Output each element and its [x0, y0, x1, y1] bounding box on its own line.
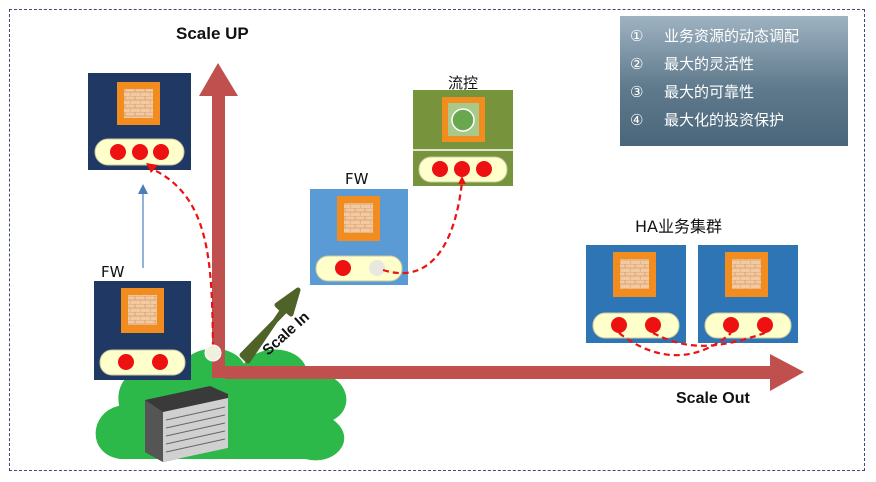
- resource-dot: [645, 317, 661, 333]
- resource-dot: [454, 161, 470, 177]
- scale-up-label: Scale UP: [176, 24, 249, 43]
- resource-dot: [118, 354, 134, 370]
- middle-fw-box: [310, 189, 408, 285]
- resource-dot: [132, 144, 148, 160]
- resource-dot: [476, 161, 492, 177]
- resource-dot: [335, 260, 351, 276]
- dashed-links: [149, 166, 766, 357]
- ha-box-1: [586, 245, 686, 343]
- idle-dot: [369, 260, 385, 276]
- top-left-fw-box: [88, 73, 191, 170]
- resource-dot: [153, 144, 169, 160]
- fw-left-label: FW: [101, 263, 125, 281]
- flow-control-box: [413, 90, 513, 186]
- scale-up-arrow: [199, 63, 238, 378]
- origin-dot: [204, 344, 222, 362]
- scale-out-arrow: [225, 354, 804, 391]
- resource-dot: [757, 317, 773, 333]
- resource-dot: [110, 144, 126, 160]
- fw-middle-label: FW: [345, 170, 369, 188]
- resource-dot: [723, 317, 739, 333]
- chassis-server-icon: [145, 386, 228, 462]
- scale-out-label: Scale Out: [676, 390, 750, 407]
- flow-control-label: 流控: [448, 74, 479, 92]
- ha-cluster-label: HA业务集群: [635, 217, 722, 236]
- resource-dot: [432, 161, 448, 177]
- ha-box-2: [698, 245, 798, 343]
- scale-in-arrow: [239, 287, 301, 364]
- resource-dot: [611, 317, 627, 333]
- upgrade-arrow: [138, 184, 148, 268]
- bottom-left-fw-box: [94, 281, 191, 380]
- diagram-frame: [9, 9, 865, 471]
- resource-dot: [152, 354, 168, 370]
